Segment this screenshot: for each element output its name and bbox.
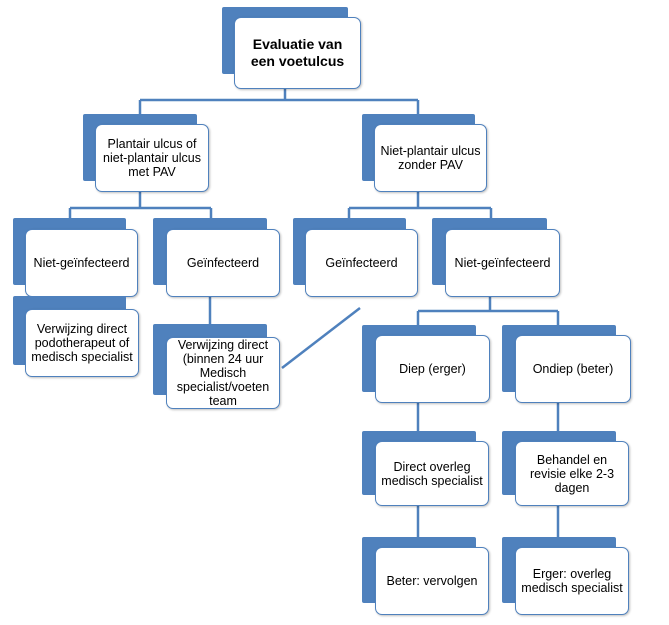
niet-geinfecteerd-right-label: Niet-geïnfecteerd <box>454 256 551 270</box>
connector-c-to-referral <box>281 307 361 369</box>
niet-plantair-ulcus-label: Niet-plantair ulcus zonder PAV <box>380 144 481 172</box>
geinfecteerd-right-label: Geïnfecteerd <box>325 256 398 270</box>
verwijzing-podotherapeut-label: Verwijzing direct podotherapeut of medis… <box>31 322 133 364</box>
behandel-revisie-label: Behandel en revisie elke 2-3 dagen <box>529 452 615 495</box>
direct-overleg-label: Direct overleg medisch specialist <box>381 459 483 488</box>
niet-geinfecteerd-left-label: Niet-geïnfecteerd <box>33 256 130 270</box>
plantair-ulcus-label: Plantair ulcus of niet-plantair ulcus me… <box>103 137 201 179</box>
geinfecteerd-left-label: Geïnfecteerd <box>186 256 260 270</box>
ondiep-label: Ondiep (beter) <box>532 362 614 376</box>
erger-overleg-label: Erger: overleg medisch specialist <box>521 567 623 595</box>
diep-label: Diep (erger) <box>399 362 466 376</box>
beter-vervolgen-label: Beter: vervolgen <box>386 574 478 588</box>
verwijzing-medisch-specialist-label: Verwijzing direct (binnen 24 uur Medisch… <box>176 338 270 408</box>
root-label: Evaluatie van een voetulcus <box>250 36 345 69</box>
